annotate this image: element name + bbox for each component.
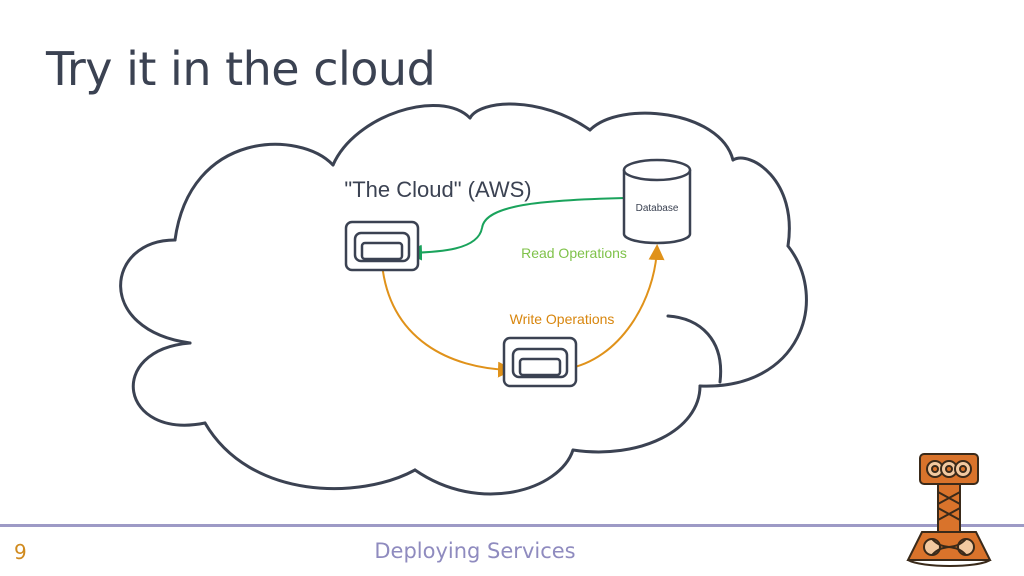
page-number: 9: [14, 540, 27, 564]
footer-title: Deploying Services: [374, 539, 576, 563]
database-label: Database: [636, 203, 679, 214]
write-operations-label: Write Operations: [510, 311, 615, 327]
hammer-logo-icon: [906, 453, 992, 567]
server-b-icon: [502, 336, 578, 388]
footer-divider: [0, 524, 1024, 527]
slide-title: Try it in the cloud: [46, 42, 436, 96]
server-a-icon: [344, 220, 420, 272]
read-operations-arrow: [406, 197, 626, 261]
write-operations-arrow-a: [381, 263, 514, 378]
database-icon: [622, 158, 692, 245]
cloud-outline: [119, 102, 808, 496]
cloud-label: "The Cloud" (AWS): [344, 177, 531, 202]
read-operations-label: Read Operations: [521, 245, 627, 261]
write-operations-arrow-b: [565, 244, 665, 370]
